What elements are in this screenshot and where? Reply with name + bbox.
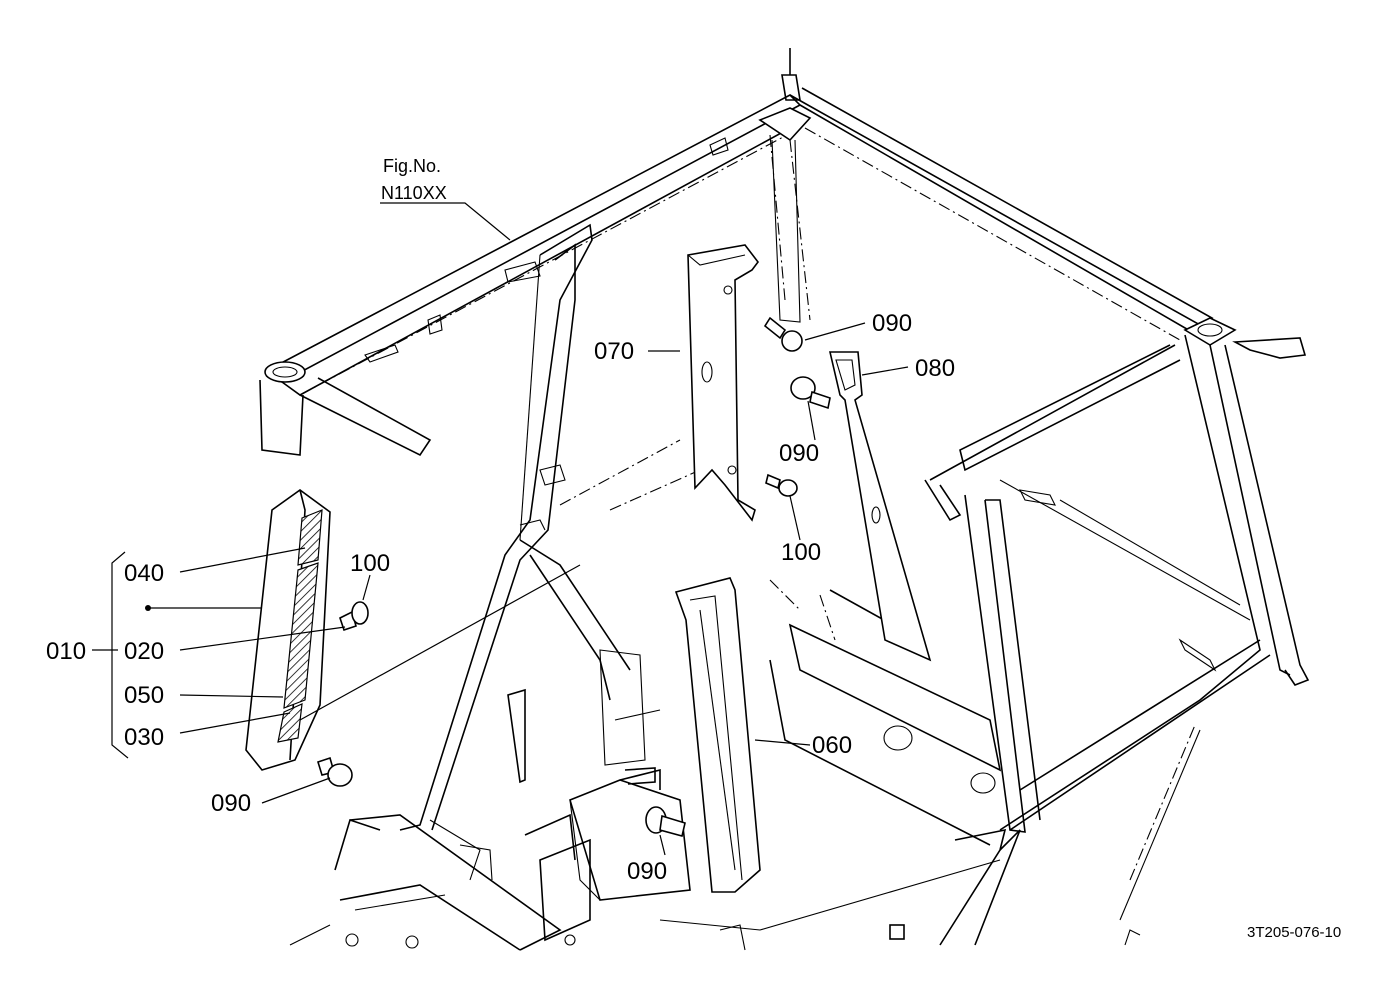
drawing-code: 3T205-076-10: [1247, 924, 1341, 941]
part-090-bolt-top: [763, 316, 803, 352]
part-090-bolt-mid: [790, 376, 831, 410]
callout-100-left: 100: [350, 550, 390, 577]
callout-080: 080: [915, 355, 955, 382]
part-080-strap: [828, 351, 932, 662]
part-060-front-cover: [674, 577, 761, 893]
callout-070: 070: [594, 338, 634, 365]
part-090-bolt-bottom: [645, 806, 686, 837]
callout-030: 030: [124, 724, 164, 751]
callout-020: 020: [124, 638, 164, 665]
callout-010: 010: [46, 638, 86, 665]
part-100-screw-left: [339, 601, 369, 632]
callout-040: 040: [124, 560, 164, 587]
roof-frame: [259, 48, 1307, 457]
part-010-trim-assembly: [245, 489, 331, 771]
callout-090-mid: 090: [779, 440, 819, 467]
callout-100-mid: 100: [781, 539, 821, 566]
leader-lines: [92, 202, 909, 856]
callout-090-bottom: 090: [627, 858, 667, 885]
right-side-frame: [924, 334, 1310, 833]
callout-060: 060: [812, 732, 852, 759]
floor-structure: [289, 439, 1201, 951]
callout-090-left: 090: [211, 790, 251, 817]
front-left-pillar: [399, 223, 631, 831]
callout-090-top: 090: [872, 310, 912, 337]
part-100-bolt-mid: [765, 473, 798, 497]
fig-no-label: Fig.No.: [383, 156, 441, 176]
fig-no-value: N110XX: [381, 183, 447, 203]
callout-050: 050: [124, 682, 164, 709]
part-090-bolt-left: [317, 756, 353, 787]
figure-reference: Fig.No. N110XX: [381, 156, 447, 203]
part-070-rear-cover: [687, 244, 760, 522]
